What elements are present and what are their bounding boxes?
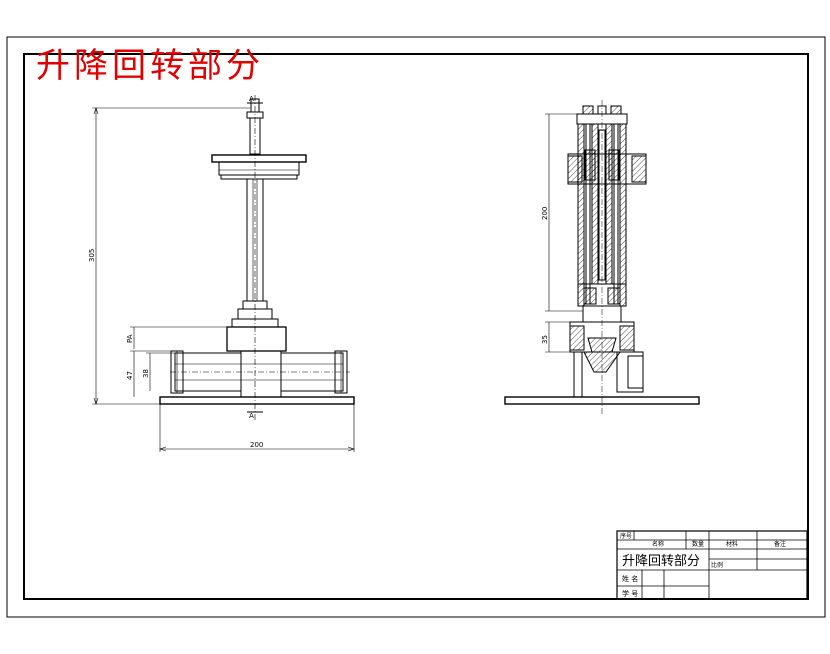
tb-drawn-by-label: 姓 名 — [622, 574, 638, 583]
front-view-dimensions — [92, 102, 355, 452]
tb-part-name: 升降回转部分 — [622, 554, 700, 569]
section-view — [504, 100, 700, 415]
section-marker-top: A — [249, 95, 254, 103]
section-view-dimensions — [545, 113, 583, 353]
tb-header-name: 名称 — [652, 540, 664, 548]
tb-scale-label: 比例 — [711, 561, 723, 569]
section-marker-bottom: A — [249, 412, 254, 420]
tb-header-remarks: 备注 — [774, 540, 786, 548]
dim-base-width: 200 — [250, 441, 263, 449]
sheet-inner-frame — [23, 53, 809, 600]
dim-hub-height: 35 — [541, 335, 549, 344]
dim-base-height: 47 — [126, 371, 134, 380]
dim-total-height: 305 — [88, 249, 96, 262]
drawing-title: 升降回转部分 — [36, 46, 264, 86]
sheet-outer-border — [6, 36, 826, 618]
front-view-dim-labels: A A 305 47 38 PA 200 — [88, 95, 263, 449]
dim-tube-height: 200 — [541, 207, 549, 220]
tb-header-material: 材料 — [726, 540, 738, 548]
section-view-dim-labels: 200 35 — [541, 207, 549, 344]
tb-header-qty: 数量 — [692, 540, 704, 548]
title-block-text: 序号 名称 数量 材料 备注 升降回转部分 比例 姓 名 学 号 — [620, 532, 786, 598]
dim-flange: PA — [126, 334, 134, 343]
front-view — [159, 95, 355, 420]
tb-student-id-label: 学 号 — [622, 589, 638, 598]
title-block — [616, 530, 808, 600]
tb-header-no: 序号 — [620, 532, 632, 540]
dim-bore: 38 — [142, 369, 150, 378]
